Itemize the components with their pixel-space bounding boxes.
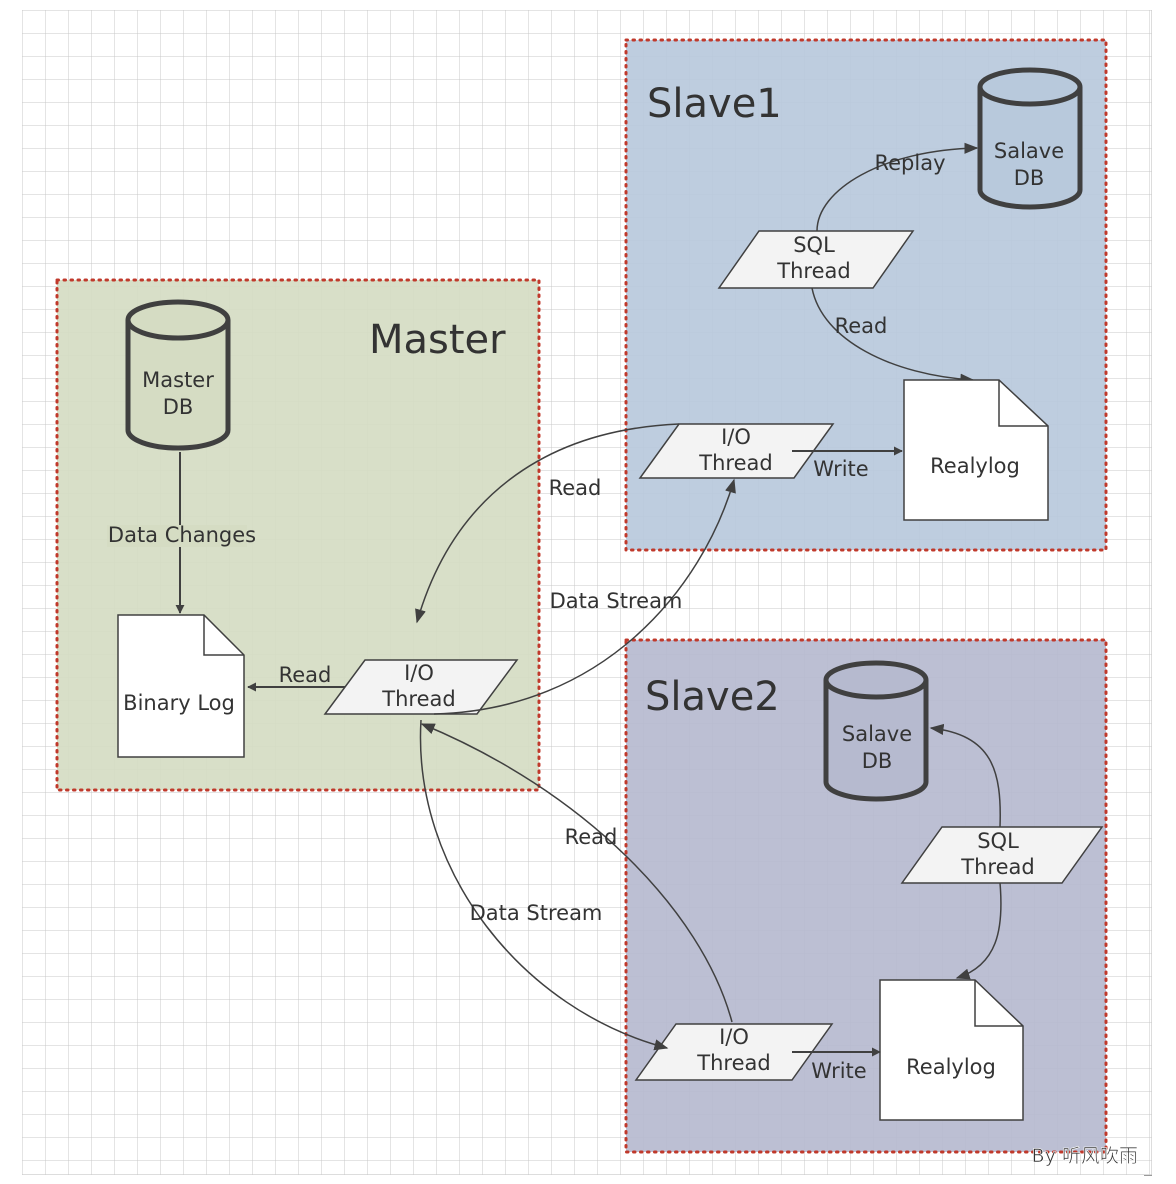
slave2-read-arrow — [420, 723, 733, 1023]
slave1-sql-thread — [717, 230, 915, 289]
slave2-io-thread — [634, 1023, 834, 1081]
master-db-label-line1: Master — [142, 368, 214, 392]
diagram-frame: Master Slave1 Slave2 Master DB Data Chan… — [22, 10, 1152, 1175]
slave2-realylog-fold — [974, 980, 1023, 1027]
slave1-replay-arrow — [816, 142, 979, 232]
master-io-thread — [323, 659, 519, 715]
master-read-label: Read — [279, 663, 332, 687]
slave1-title: Slave1 — [647, 81, 782, 127]
slave1-db-label-line2: DB — [1014, 166, 1045, 190]
watermark: By 听风吹雨 — [1032, 1145, 1138, 1167]
slave1-data-stream-arrow — [433, 478, 736, 715]
slave2-realylog-label: Realylog — [906, 1055, 996, 1079]
data-changes-label: Data Changes — [108, 523, 256, 547]
slave1-sql-label-line2: Thread — [776, 259, 850, 283]
master-title: Master — [369, 317, 506, 363]
data-changes-label-bg — [107, 525, 247, 547]
master-io-label-line2: Thread — [381, 687, 455, 711]
binary-log-fold — [203, 615, 244, 656]
slave1-sql-read-label: Read — [835, 314, 888, 338]
slave1-replay-label: Replay — [874, 151, 945, 175]
master-db-cylinder — [125, 299, 231, 451]
slave1-read-arrow — [415, 423, 680, 624]
slave2-sql-label-line1: SQL — [977, 829, 1019, 853]
slave1-realylog-label: Realylog — [930, 454, 1020, 478]
slave2-replay-arrow — [929, 723, 1001, 828]
slave2-sql-label-line2: Thread — [960, 855, 1034, 879]
binary-log-document — [117, 614, 245, 758]
slave1-write-label: Write — [813, 457, 868, 481]
slave2-read-label: Read — [565, 825, 618, 849]
slave2-io-label-line1: I/O — [719, 1025, 749, 1049]
slave1-read-label: Read — [549, 476, 602, 500]
slave1-sql-label-line1: SQL — [793, 233, 835, 257]
slave2-title: Slave2 — [645, 674, 780, 720]
slave2-realylog-document — [879, 979, 1024, 1121]
master-db-label-line2: DB — [163, 395, 194, 419]
slave2-sql-read-arrow — [955, 882, 1002, 980]
slave1-db-cylinder — [977, 67, 1083, 210]
slave1-sql-read-arrow — [811, 287, 975, 385]
slave1-io-label-line2: Thread — [698, 451, 772, 475]
slave2-db-cylinder — [823, 660, 929, 802]
slave2-data-stream-label: Data Stream — [470, 901, 603, 925]
slave1-io-thread — [638, 423, 835, 479]
master-io-label-line1: I/O — [404, 661, 434, 685]
slave2-data-stream-arrow — [419, 719, 669, 1051]
slave1-io-label-line1: I/O — [721, 425, 751, 449]
slave1-db-label-line1: Salave — [994, 139, 1064, 163]
binary-log-label: Binary Log — [123, 691, 235, 715]
slave2-db-label-line2: DB — [862, 749, 893, 773]
slave2-db-label-line1: Salave — [842, 722, 912, 746]
slave2-io-label-line2: Thread — [696, 1051, 770, 1075]
slave2-write-label: Write — [811, 1059, 866, 1083]
slave1-data-stream-label: Data Stream — [550, 589, 683, 613]
slave1-realylog-fold — [998, 380, 1048, 427]
slave1-realylog-document — [903, 379, 1049, 521]
replication-diagram: Master Slave1 Slave2 Master DB Data Chan… — [22, 10, 1152, 1175]
slave2-sql-thread — [900, 826, 1104, 884]
